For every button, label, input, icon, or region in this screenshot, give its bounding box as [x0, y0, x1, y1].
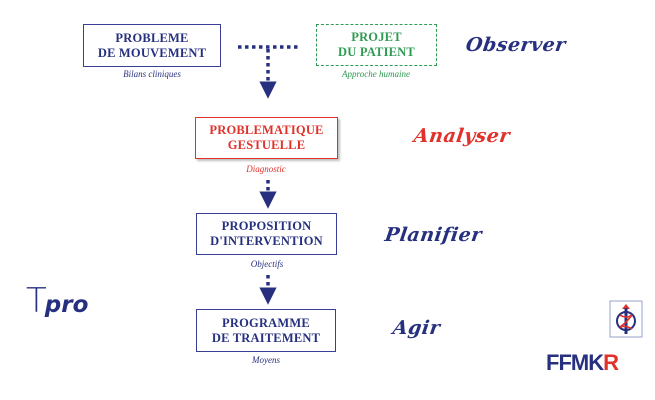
- tpro-word: pro: [44, 292, 89, 318]
- ffmkr-emblem-icon: [609, 300, 643, 338]
- step-analyser: Analyser: [412, 125, 512, 147]
- node-problematique-gestuelle: PROBLEMATIQUE GESTUELLE: [195, 117, 338, 159]
- node-programme-de-traitement: PROGRAMME DE TRAITEMENT: [196, 309, 336, 352]
- label-approche-humaine: Approche humaine: [342, 69, 410, 79]
- step-agir: Agir: [391, 317, 442, 339]
- ffmkr-logo-r: R: [603, 350, 619, 375]
- tpro-logo: Tpro: [26, 281, 88, 321]
- ffmkr-logo-main: FFMK: [546, 350, 604, 375]
- node-projet-du-patient: PROJET DU PATIENT: [316, 24, 437, 66]
- label-objectifs: Objectifs: [250, 259, 284, 269]
- label-diagnostic: Diagnostic: [246, 164, 286, 174]
- step-observer: Observer: [464, 34, 568, 56]
- label-moyens: Moyens: [252, 355, 280, 365]
- node-proposition-d-intervention: PROPOSITION D'INTERVENTION: [196, 213, 337, 255]
- node-probleme-de-mouvement: PROBLEME DE MOUVEMENT: [83, 24, 221, 67]
- step-planifier: Planifier: [383, 224, 484, 246]
- tpro-letter-t: T: [26, 281, 47, 321]
- label-bilans-cliniques: Bilans cliniques: [123, 69, 181, 79]
- ffmkr-logo-text: FFMKR: [546, 350, 619, 376]
